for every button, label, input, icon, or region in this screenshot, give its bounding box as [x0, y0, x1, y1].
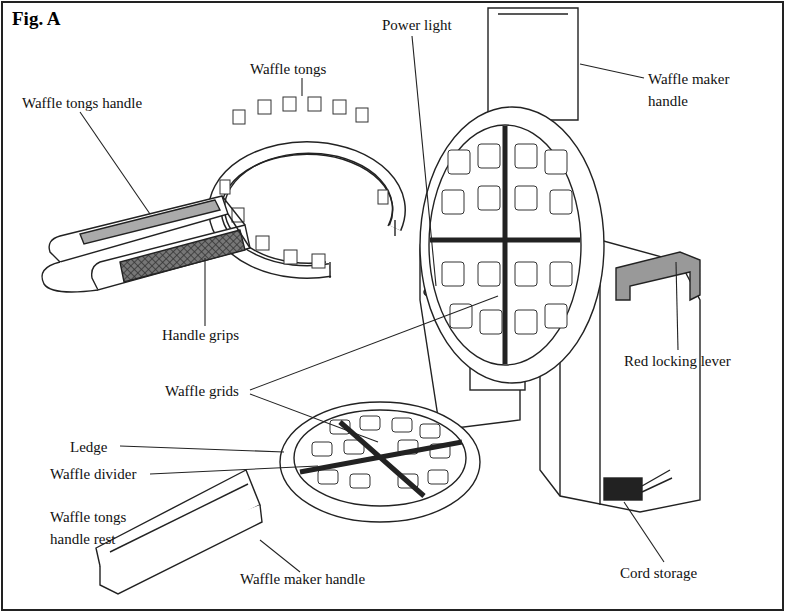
- figure-title: Fig. A: [12, 8, 61, 30]
- upper-plate: [420, 8, 604, 383]
- part-label: Waffle maker handle: [648, 68, 744, 112]
- tongs-handle: [42, 196, 250, 292]
- part-label: Ledge: [70, 436, 150, 458]
- part-label: Waffle divider: [50, 463, 170, 485]
- locking-lever: [616, 252, 700, 300]
- cord-plug: [604, 478, 642, 500]
- lower-plate: [96, 402, 480, 594]
- part-label: Power light: [382, 14, 502, 36]
- part-label: Waffle grids: [165, 380, 285, 402]
- part-label: Handle grips: [162, 324, 282, 346]
- part-label: Waffle tongs: [250, 58, 390, 80]
- leader-lines: [80, 36, 678, 572]
- part-label: Waffle maker handle: [240, 568, 440, 590]
- part-label: Waffle tongs handle rest: [50, 506, 154, 550]
- part-label: Cord storage: [620, 562, 750, 584]
- part-label: Red locking lever: [624, 350, 774, 372]
- part-label: Waffle tongs handle: [22, 92, 192, 114]
